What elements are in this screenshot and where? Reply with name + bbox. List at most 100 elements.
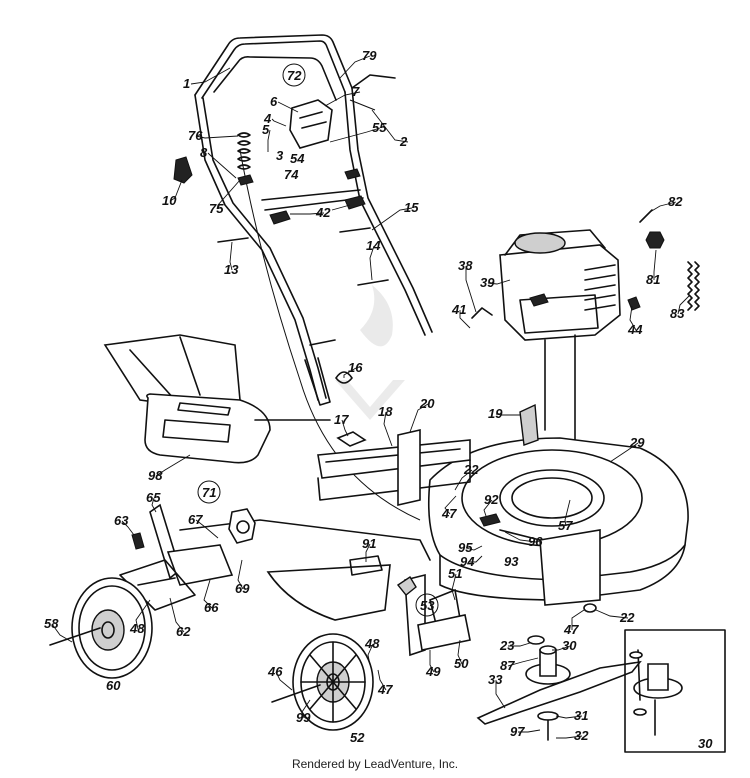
part-label-p22a: 22 [463,462,479,477]
part-label-p19: 19 [488,406,503,421]
leader-line-p5 [267,129,271,152]
part-label-p33: 33 [488,672,503,687]
leader-line-p22b [595,609,629,619]
part-label-p48b: 48 [364,636,380,651]
part-label-p1: 1 [183,76,190,91]
part-label-p53: 53 [420,598,435,613]
part-label-p62: 62 [176,624,191,639]
leader-line-p20 [409,403,429,433]
part-label-p3: 3 [276,148,284,163]
leader-line-p42 [290,204,351,215]
part-label-p91: 91 [362,536,376,551]
leader-line-p66 [203,579,213,609]
leader-line-p48a [135,599,151,630]
leader-line-p10 [169,179,183,202]
part-label-p30b: 30 [698,736,713,751]
engine [471,209,700,471]
part-label-p99: 99 [296,710,311,725]
leader-line-p47c [377,669,387,691]
leader-line-p49 [429,650,435,673]
label-ring-p71 [197,480,221,504]
part-label-p2: 2 [399,134,408,149]
part-label-p83: 83 [670,306,685,321]
part-label-p71: 71 [202,485,216,500]
part-label-p22b: 22 [619,610,635,625]
leader-line-p14 [369,245,375,281]
leader-line-p1 [190,67,231,85]
part-label-p51: 51 [448,566,462,581]
part-label-p76: 76 [188,128,203,143]
part-label-p82: 82 [668,194,683,209]
part-label-p18: 18 [378,404,393,419]
leader-line-p19 [495,413,520,416]
part-label-p98: 98 [148,468,163,483]
discharge-chute [266,555,391,621]
part-label-p32: 32 [574,728,589,743]
part-label-p95: 95 [458,540,473,555]
leader-line-p95 [465,545,483,551]
leader-line-p2 [371,109,409,143]
part-label-p50: 50 [454,656,469,671]
leader-line-p22a [454,469,473,491]
leader-line-p50 [457,639,463,665]
part-label-p81: 81 [646,272,660,287]
part-label-p63: 63 [114,513,129,528]
leader-line-p39 [487,279,511,285]
part-label-p10: 10 [162,193,177,208]
part-label-p92: 92 [484,492,499,507]
watermark-logo [335,285,405,420]
part-label-p67: 67 [188,512,203,527]
part-label-p74: 74 [284,167,299,182]
part-label-p58: 58 [44,616,59,631]
leader-line-p82 [649,201,677,213]
leader-line-p38 [465,266,477,313]
part-label-p15: 15 [404,200,419,215]
part-label-p16: 16 [348,360,363,375]
leader-line-p30a [552,645,571,651]
leader-line-p13 [229,241,233,271]
part-label-p79: 79 [362,48,377,63]
leader-line-p47a [444,495,457,515]
part-label-p31: 31 [574,708,588,723]
part-label-p75: 75 [209,201,224,216]
part-label-p38: 38 [458,258,473,273]
part-label-p49: 49 [425,664,441,679]
part-label-p87: 87 [500,658,515,673]
leader-line-p32 [556,735,583,739]
part-label-p23: 23 [499,638,515,653]
leader-line-p46 [275,671,293,691]
part-label-p52: 52 [350,730,365,745]
leader-line-p67 [195,519,219,539]
part-label-p47b: 47 [563,622,579,637]
part-label-p57: 57 [558,518,573,533]
leader-line-p58 [51,623,73,643]
leader-line-p62 [169,597,185,633]
leader-line-p97 [518,729,541,733]
part-label-p65: 65 [146,490,161,505]
leader-line-p99 [301,699,311,719]
part-label-p20: 20 [419,396,435,411]
leader-line-p65 [151,497,157,513]
leader-line-p51 [451,573,457,601]
mower-deck [317,403,689,606]
leader-line-p44 [629,305,637,331]
label-ring-p53 [415,593,439,617]
leader-line-p94 [468,555,483,563]
part-label-p14: 14 [366,238,381,253]
leader-line-p83 [677,294,691,315]
part-label-p69: 69 [235,581,250,596]
leader-line-p18 [383,411,393,447]
leader-line-p4 [271,118,287,127]
part-label-p72: 72 [287,68,302,83]
leader-line-p47b [571,609,585,630]
footer-credit: Rendered by LeadVenture, Inc. [291,757,459,771]
leader-line-p55 [329,127,381,143]
leader-line-p63 [121,520,135,536]
part-label-p8: 8 [200,145,208,160]
leader-line-p69 [237,559,244,590]
leader-line-p41 [459,310,471,329]
part-label-p7: 7 [352,84,360,99]
leader-line-p17 [341,419,349,437]
part-label-p48a: 48 [129,621,145,636]
